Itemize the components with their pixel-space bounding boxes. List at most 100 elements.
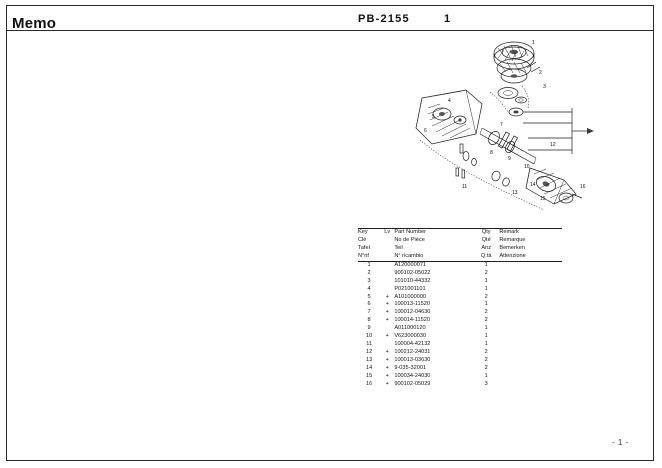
header-lv: Lv (380, 227, 395, 237)
part-key: 10 (365, 333, 373, 340)
part-level: + (385, 301, 389, 308)
part-remark (499, 317, 562, 325)
part-number: 100013-03630 (394, 357, 431, 363)
part-level (380, 286, 394, 294)
callout-3: 3 (543, 84, 546, 90)
part-remark (499, 333, 562, 341)
part-number: 100013-11520 (394, 301, 430, 308)
part-level: + (385, 364, 389, 371)
table-header-row-fr: Clè No de Pièce Qté Remarque (358, 237, 562, 245)
sheet-number-label: 1 (444, 13, 451, 25)
callout-16: 16 (580, 184, 586, 190)
callout-13: 13 (512, 190, 518, 196)
part-remark (499, 286, 562, 294)
header-key-it: N°rif (358, 252, 381, 262)
part-level: + (385, 309, 389, 316)
part-qty: 3 (484, 380, 488, 387)
callout-7: 7 (500, 122, 503, 128)
callout-11: 11 (462, 184, 467, 190)
part-level (380, 341, 394, 349)
part-qty: 1 (484, 261, 488, 268)
part-number: 100004-42132 (394, 341, 431, 348)
header-lv-fr (380, 237, 394, 245)
header-lv-de (380, 245, 394, 253)
header-partno-en: Part Number (394, 227, 474, 237)
parts-table-grid: Key Lv Part Number Qty Remark Clè No de … (358, 227, 562, 389)
part-key: 8 (367, 317, 371, 324)
header-qty-en: Qty (473, 227, 500, 237)
part-key: 11 (366, 341, 372, 348)
callout-15: 15 (540, 196, 546, 202)
hardware-bits (455, 143, 510, 187)
shaft-assembly (479, 127, 537, 165)
part-key: 7 (367, 309, 371, 316)
part-remark (499, 261, 562, 269)
header-key-fr: Clè (358, 236, 367, 243)
exploded-parts-diagram: 1 2 3 4 5 6 7 8 9 10 11 12 13 14 15 16 (404, 28, 604, 223)
header-remark-fr: Remarque (499, 236, 526, 243)
impeller-group (493, 41, 541, 84)
part-number: 9-035-32001 (394, 364, 427, 371)
part-level: + (385, 317, 389, 324)
table-header-row-it: N°rif N° ricambio Q.tà Attenzione (358, 252, 562, 262)
callout-2: 2 (539, 70, 542, 76)
callout-10: 10 (524, 164, 530, 170)
part-qty: 1 (484, 372, 488, 379)
header-lv-it (380, 252, 395, 262)
header-qty-fr: Qté (481, 236, 491, 243)
part-number: 100014-11520 (394, 317, 430, 324)
part-level: + (385, 372, 389, 379)
part-remark (499, 365, 562, 373)
part-number: A101000000 (394, 293, 427, 300)
header-divider (6, 30, 654, 31)
part-remark (499, 325, 562, 333)
callout-9: 9 (508, 156, 511, 162)
diagram-callouts: 1 2 3 4 5 6 7 8 9 10 11 12 13 14 15 16 (424, 40, 586, 202)
part-number: 100012-04630 (394, 309, 431, 316)
page-title: Memo (12, 15, 57, 32)
part-remark (499, 341, 562, 349)
header-remark-de: Bemerken (499, 244, 525, 251)
part-remark (499, 357, 562, 365)
part-remark (499, 381, 562, 389)
diagram-svg: 1 2 3 4 5 6 7 8 9 10 11 12 13 14 15 16 (415, 40, 594, 211)
part-key: 13 (365, 357, 373, 363)
end-cap-assembly (525, 167, 583, 205)
part-number: V623000030 (394, 333, 427, 340)
part-level: + (385, 333, 389, 340)
table-header-row: Key Lv Part Number Qty Remark (358, 227, 562, 237)
part-remark (499, 349, 562, 357)
part-number: 900102-05022 (394, 269, 431, 276)
part-number: A120000071 (394, 261, 427, 268)
part-qty: 1 (484, 333, 488, 340)
table-row: 10 + V623000030 1 (358, 333, 562, 341)
part-key: 2 (367, 269, 371, 276)
part-qty: 1 (484, 325, 488, 332)
leader-lines (523, 108, 594, 154)
callout-4: 4 (448, 98, 451, 104)
part-key: 16 (365, 380, 373, 387)
callout-1: 1 (532, 40, 535, 46)
header-qty-it: Q.tà (473, 252, 500, 262)
part-qty: 2 (484, 364, 488, 371)
part-number: 100212-24031 (394, 349, 431, 356)
part-key: 9 (367, 325, 371, 332)
part-remark (499, 294, 562, 302)
header-remark-en: Remark (499, 227, 562, 237)
part-level (380, 325, 394, 333)
part-qty: 1 (484, 285, 488, 292)
table-header-row-de: Tafel Teil Anz Bemerken (358, 245, 562, 253)
part-qty: 2 (484, 293, 488, 300)
header-remark-it: Attenzione (499, 252, 562, 262)
part-level: + (385, 349, 389, 356)
